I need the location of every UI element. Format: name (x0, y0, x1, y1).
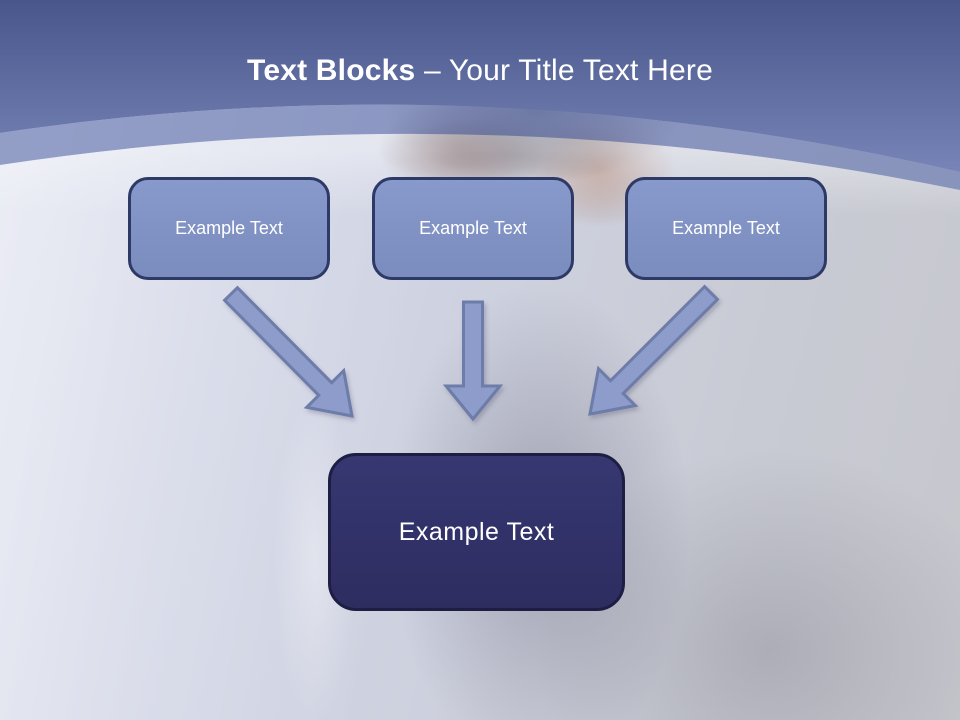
example-text-block-1-label: Example Text (175, 218, 283, 238)
example-text-block-2-label: Example Text (419, 218, 527, 238)
slide-title-bold-text: Text Blocks (247, 54, 416, 87)
header-arc-band (0, 104, 960, 190)
example-text-block-3-label: Example Text (672, 218, 780, 238)
down-right-arrow-icon (222, 285, 354, 418)
header-blue-area (0, 0, 960, 172)
example-text-block-2[interactable]: Example Text (372, 177, 574, 280)
down-left-arrow-icon (588, 284, 720, 416)
down-arrow-icon (442, 300, 504, 422)
slide-title[interactable]: Text Blocks – Your Title Text Here (0, 54, 960, 88)
center-example-text-block-label: Example Text (398, 517, 555, 546)
slide-title-regular-text: – Your Title Text Here (423, 54, 713, 87)
example-text-block-1[interactable]: Example Text (128, 177, 330, 280)
center-example-text-block[interactable]: Example Text (328, 453, 625, 611)
example-text-block-3[interactable]: Example Text (625, 177, 827, 280)
